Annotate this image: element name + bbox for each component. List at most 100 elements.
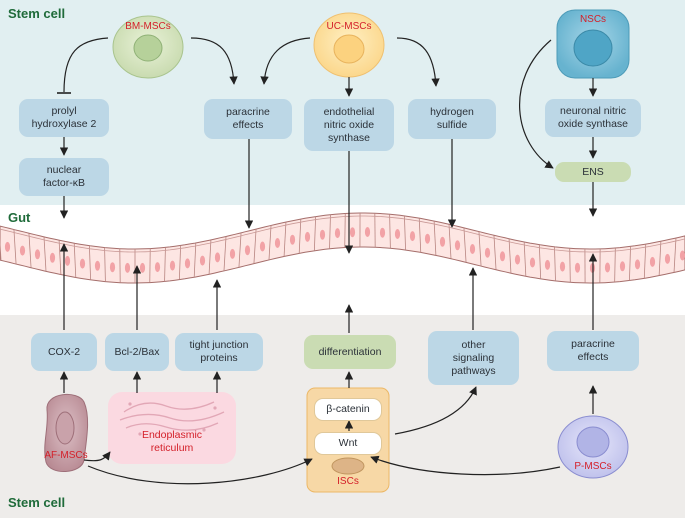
epithelium-nucleus (34, 249, 41, 260)
epithelium-cell-border (569, 248, 571, 283)
epithelium-nucleus (529, 257, 536, 268)
prolyl-hydroxylase-box: prolyl hydroxylase 2 (19, 99, 109, 137)
epithelium-nucleus (649, 256, 656, 267)
bcl2-bax-box: Bcl-2/Bax (105, 333, 169, 371)
epithelium-nucleus (319, 229, 326, 240)
ens-box: ENS (555, 162, 631, 182)
epithelium-nucleus (664, 253, 671, 264)
epithelium-nucleus (469, 244, 476, 254)
epithelium-cell-border (88, 245, 92, 280)
epithelium-cell-border (208, 240, 212, 275)
epithelium-cell-border (193, 243, 197, 278)
epithelium-cell-border (329, 214, 331, 249)
epithelium-nucleus (244, 245, 251, 256)
epithelium-cell-border (629, 246, 631, 281)
epithelium-nucleus (439, 236, 446, 247)
af-mscs-label: AF-MSCs (44, 450, 88, 461)
epithelium-nucleus (199, 255, 206, 266)
cox2-box: COX-2 (31, 333, 97, 371)
p-mscs-cell (557, 415, 629, 479)
epithelium-nucleus (409, 231, 416, 242)
epithelium-nucleus (559, 261, 566, 272)
epithelium-nucleus (109, 262, 116, 273)
epithelium-nucleus (229, 248, 236, 259)
endoplasmic-reticulum (108, 392, 236, 464)
epithelium-nucleus (169, 260, 176, 271)
endoplasmic-reticulum-label: Endoplasmic reticulum (141, 429, 203, 454)
hydrogen-sulfide-box: hydrogen sulfide (408, 99, 496, 139)
epithelium-cell-border (164, 247, 166, 282)
epithelium-cell-border (538, 244, 542, 279)
paracrine-effects-top-box: paracrine effects (204, 99, 292, 139)
epithelium-cell-border (298, 219, 302, 254)
epithelium-nucleus (544, 259, 551, 270)
p-mscs-label: P-MSCs (574, 461, 612, 472)
epithelium-cell-border (614, 247, 616, 283)
epithelium-cell-border (313, 216, 317, 251)
epithelium-nucleus (304, 231, 311, 242)
epithelium-cell-border (448, 224, 452, 259)
epithelium-nucleus (424, 233, 431, 244)
epithelium-cell-border (13, 229, 17, 264)
wnt-box: Wnt (315, 433, 381, 454)
bm-mscs-label: BM-MSCs (125, 21, 171, 32)
epithelium-cell-border (73, 243, 77, 278)
section-label-bottom: Stem cell (8, 495, 66, 510)
epithelium-cell-border (253, 229, 257, 264)
epithelium-cell-border (463, 228, 467, 263)
nscs-label: NSCs (579, 14, 607, 25)
epithelium-nucleus (574, 262, 581, 273)
epithelium-cell-border (389, 214, 391, 249)
epithelium-nucleus (94, 260, 101, 271)
epithelium-nucleus (214, 252, 221, 263)
epithelium-cell-border (283, 222, 287, 257)
epithelium-cell-border (268, 225, 272, 260)
af-mscs-cell (44, 393, 89, 472)
epithelium-cell-border (433, 221, 437, 256)
epithelium-nucleus (124, 262, 131, 273)
epithelium-cell-border (643, 244, 647, 279)
epithelium-nucleus (334, 228, 341, 239)
epithelium-nucleus (19, 245, 26, 256)
enos-box: endothelial nitric oxide synthase (304, 99, 394, 151)
uc-mscs-label: UC-MSCs (326, 21, 372, 32)
beta-catenin-box: β-catenin (315, 399, 381, 420)
epithelium-cell-border (28, 233, 32, 268)
epithelium-nucleus (274, 238, 281, 248)
epithelium-cell-border (344, 213, 346, 248)
epithelium-nucleus (49, 252, 56, 263)
epithelium-nucleus (499, 251, 506, 262)
gut-epithelium (0, 212, 685, 284)
epithelium-cell-border (404, 215, 406, 251)
epithelium-cell-border (658, 241, 662, 276)
epithelium-nucleus (604, 262, 611, 273)
epithelium-nucleus (154, 262, 161, 273)
epithelium-cell-border (523, 242, 527, 277)
nnos-box: neuronal nitric oxide synthase (545, 99, 641, 137)
epithelium-nucleus (394, 229, 401, 239)
other-signaling-box: other signaling pathways (428, 331, 519, 385)
epithelium-cell-border (418, 218, 422, 253)
nf-kb-box: nuclear factor-κB (19, 158, 109, 196)
epithelium-cell-border (43, 237, 47, 272)
epithelium-nucleus (4, 241, 11, 252)
epithelium-nucleus (289, 234, 296, 245)
epithelium-cell-border (104, 247, 106, 282)
epithelium-nucleus (139, 262, 146, 273)
epithelium-nucleus (64, 255, 71, 266)
epithelium-cell-border (0, 236, 2, 261)
epithelium-nucleus (349, 227, 356, 238)
epithelium-nucleus (484, 247, 491, 258)
epithelium-nucleus (634, 259, 641, 270)
section-label-gut: Gut (8, 210, 31, 225)
epithelium-nucleus (259, 241, 266, 252)
epithelium-nucleus (364, 227, 371, 237)
epithelium-cell-border (673, 238, 677, 273)
epithelium-nucleus (184, 258, 191, 269)
epithelium-cell-border (178, 245, 182, 280)
epithelium-nucleus (79, 258, 86, 269)
epithelium-cell-border (58, 240, 62, 275)
epithelium-cell-border (478, 231, 482, 266)
epithelium-cell-border (493, 235, 497, 270)
